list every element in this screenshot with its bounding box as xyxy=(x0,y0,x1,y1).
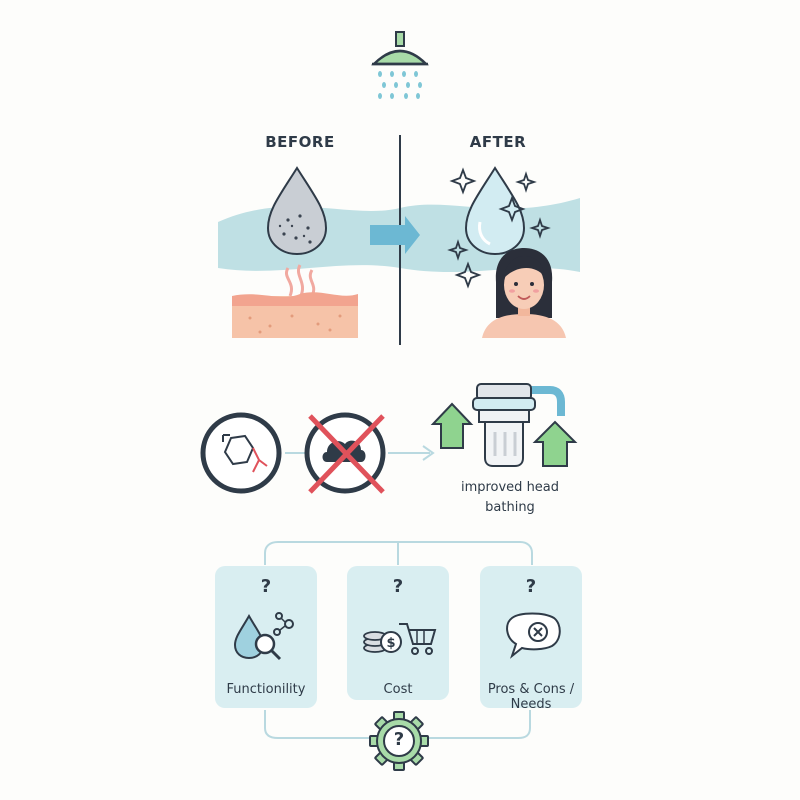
decision-gear-icon xyxy=(369,711,429,771)
pros-cons-label-line1: Pros & Cons / xyxy=(487,682,575,697)
gear-question-mark: ? xyxy=(393,729,405,750)
before-heading: BEFORE xyxy=(265,133,335,151)
filter-caption: improved head bathing xyxy=(440,478,580,518)
pros-cons-card[interactable]: ? Pros & Cons / Needs xyxy=(480,566,582,712)
water-analysis-icon xyxy=(233,612,294,661)
pros-cons-label: Pros & Cons / Needs xyxy=(480,682,582,712)
functionality-label: Functionility xyxy=(226,682,306,697)
sparkle-icons xyxy=(447,167,551,289)
card-question-mark: ? xyxy=(260,576,272,597)
before-after-illustration xyxy=(218,135,580,345)
cost-card[interactable]: ? $ Cost xyxy=(347,566,449,700)
svg-text:$: $ xyxy=(386,636,395,651)
filter-caption-line1: improved head xyxy=(460,480,560,495)
shower-filter-icon xyxy=(472,383,565,467)
no-impurities-icon xyxy=(304,412,386,494)
transition-arrow-icon xyxy=(370,216,420,254)
after-heading: AFTER xyxy=(469,133,527,151)
irritated-skin-icon xyxy=(232,264,358,338)
happy-woman-avatar xyxy=(482,248,566,338)
up-arrow-icon xyxy=(430,402,474,449)
card-question-mark: ? xyxy=(392,576,404,597)
pros-cons-label-line2: Needs xyxy=(510,697,552,712)
card-question-mark: ? xyxy=(525,576,537,597)
cost-label: Cost xyxy=(383,682,413,697)
up-arrow-icon xyxy=(532,420,578,467)
speech-bubble-x-icon xyxy=(506,612,561,659)
cost-cart-icon: $ xyxy=(363,623,437,655)
impure-droplet-icon xyxy=(266,166,328,256)
filter-illustration xyxy=(200,383,578,494)
filter-caption-line2: bathing xyxy=(485,500,535,515)
shower-head-icon xyxy=(370,31,430,99)
chemical-molecule-icon xyxy=(200,412,282,494)
functionality-card[interactable]: ? Functionility xyxy=(215,566,317,708)
